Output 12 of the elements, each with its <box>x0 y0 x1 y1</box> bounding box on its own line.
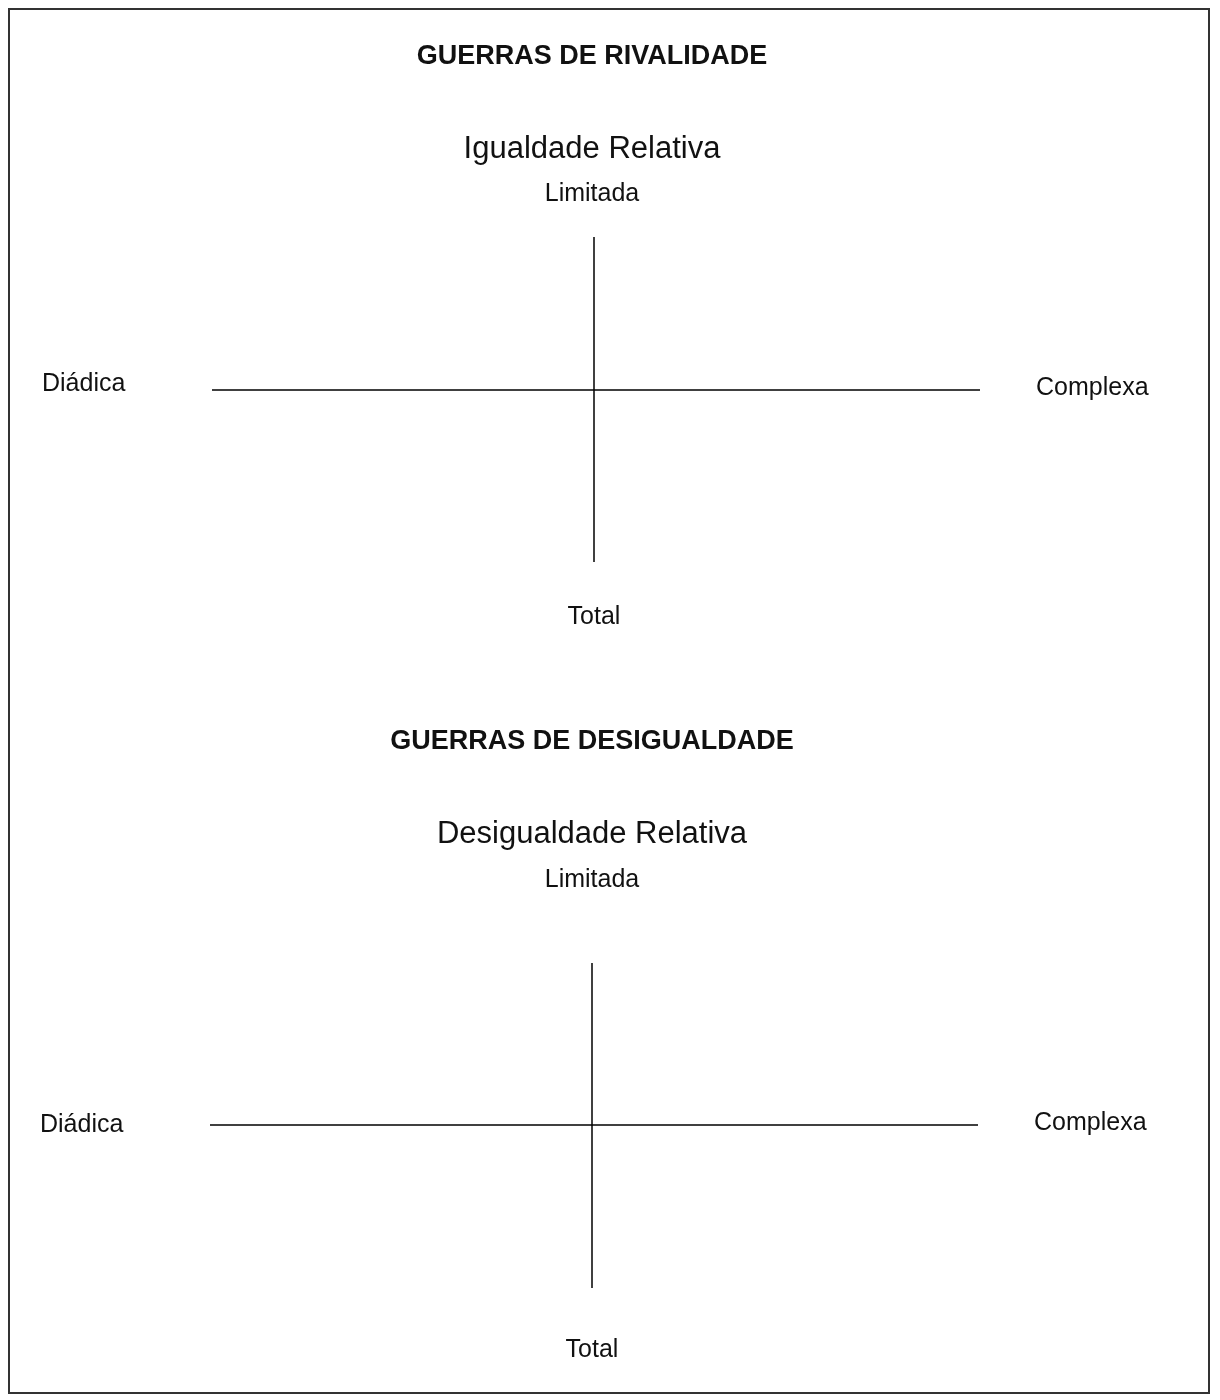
axis-label: Igualdade Relativa <box>463 130 721 166</box>
section-heading: GUERRAS DE RIVALIDADE <box>416 39 768 71</box>
axis-label: Total <box>567 600 621 630</box>
axis-label: Limitada <box>544 177 640 207</box>
axis-label: Complexa <box>1036 371 1149 401</box>
section-heading: GUERRAS DE DESIGUALDADE <box>390 724 794 756</box>
axis-label: Diádica <box>42 367 126 397</box>
axis-label: Limitada <box>544 863 640 893</box>
axis-label: Diádica <box>40 1108 124 1138</box>
axis-label: Complexa <box>1034 1106 1147 1136</box>
axis-label: Desigualdade Relativa <box>436 815 748 851</box>
axis-label: Total <box>565 1333 619 1363</box>
